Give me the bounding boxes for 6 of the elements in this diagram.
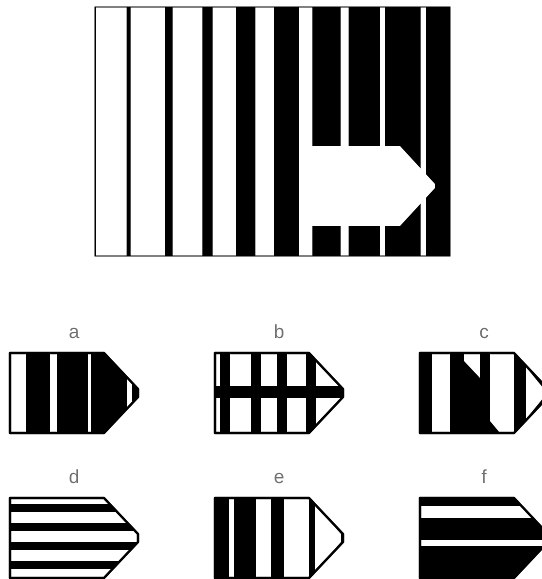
option-letter: a [68,323,80,342]
option-letter: c [478,323,490,342]
option-letter: f [480,468,488,487]
option-letter: d [68,468,80,487]
option-letter: b [272,323,286,342]
option-letter: e [272,468,286,487]
